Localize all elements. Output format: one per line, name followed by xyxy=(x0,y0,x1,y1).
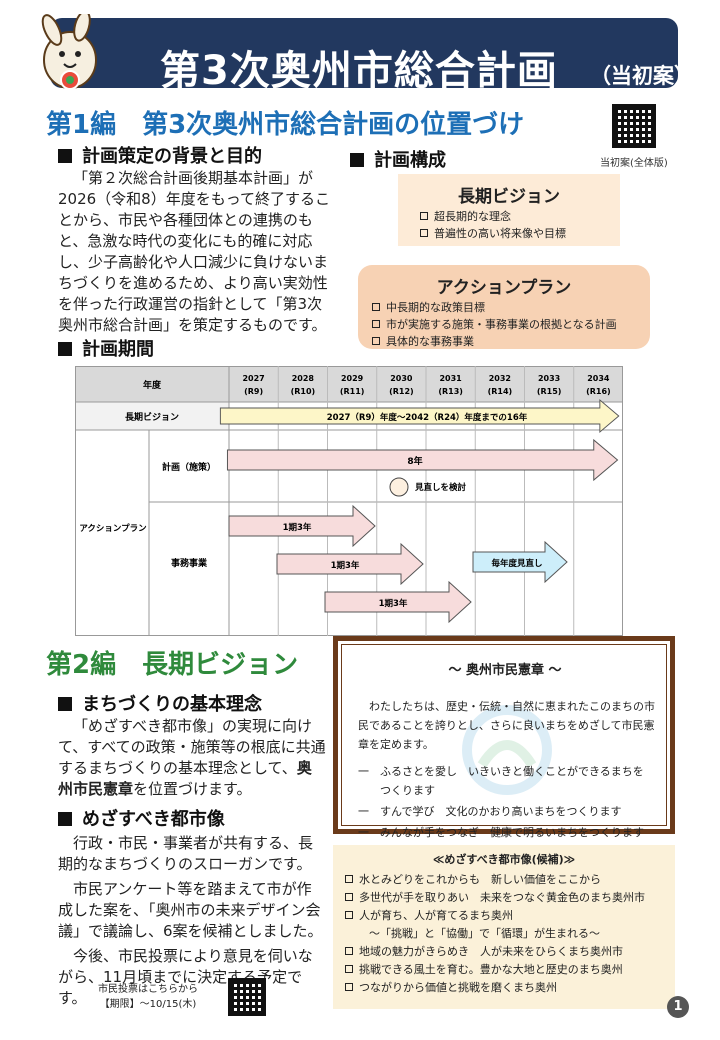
year-label: 2031 xyxy=(439,374,462,383)
checkbox-bullet-icon xyxy=(345,947,353,955)
structure-arrow-shapes xyxy=(374,174,650,266)
list-item: 超長期的な理念 xyxy=(420,208,566,225)
list-item: 具体的な事務事業 xyxy=(372,333,617,350)
year-label: 2030 xyxy=(390,374,413,383)
qr-code-vote[interactable] xyxy=(228,978,266,1016)
reiwa-label: (R10) xyxy=(291,387,316,396)
review-note: 見直しを検討 xyxy=(414,482,467,493)
year-label: 2028 xyxy=(292,374,315,383)
part1-heading: 第1編 第3次奥州市総合計画の位置づけ xyxy=(46,110,525,140)
qr-caption: 当初案(全体版) xyxy=(600,158,668,169)
square-bullet-icon xyxy=(58,342,72,356)
concept-text: 「めざすべき都市像」の実現に向けて、すべての政策・施策等の根底に共通するまちづく… xyxy=(58,717,326,798)
vision-list: 超長期的な理念 普遍性の高い将来像や目標 xyxy=(420,208,566,242)
reiwa-label: (R16) xyxy=(586,387,611,396)
vision-box: 長期ビジョン 超長期的な理念 普遍性の高い将来像や目標 xyxy=(398,174,620,246)
part2-heading: 第2編 長期ビジョン xyxy=(46,650,299,680)
checkbox-bullet-icon xyxy=(345,983,353,991)
page-subtitle: （当初案） xyxy=(590,64,695,88)
city-image-text: 行政・市民・事業者が共有する、長期的なまちづくりのスローガンです。 市民アンケー… xyxy=(58,834,323,1007)
background-heading: 計画策定の背景と目的 xyxy=(58,142,262,168)
concept-heading: まちづくりの基本理念 xyxy=(58,690,262,716)
action-plan-list: 中長期的な政策目標 市が実施する施策・事務事業の根拠となる計画 具体的な事務事業 xyxy=(372,299,617,350)
list-item: ～「挑戦」と「協働」で「循環」が生まれる～ xyxy=(369,927,600,940)
vision-title: 長期ビジョン xyxy=(458,187,560,207)
row-label-jigyo: 事務事業 xyxy=(171,557,208,569)
structure-heading: 計画構成 xyxy=(350,146,446,172)
term2-label: 1期3年 xyxy=(331,560,360,571)
plan-arrow-label: 8年 xyxy=(407,455,422,467)
square-bullet-icon xyxy=(58,812,72,826)
term2-arrow xyxy=(276,542,424,586)
checkbox-bullet-icon xyxy=(345,965,353,973)
checkbox-bullet-icon xyxy=(420,229,428,237)
page-number: 1 xyxy=(667,996,689,1018)
annual-review-arrow xyxy=(472,540,568,584)
list-item: 水とみどりをこれからも 新しい価値をここから xyxy=(345,871,645,889)
period-table: 年度 2027 (R9) 2028 (R10) 2029 (R11) 2030 (R12) 20… xyxy=(75,366,623,636)
term3-label: 1期3年 xyxy=(379,598,408,609)
row-label-action: アクションプラン xyxy=(79,523,147,534)
reiwa-label: (R13) xyxy=(438,387,463,396)
list-item: 地域の魅力がきらめき 人が未来をひらくまち奥州市 xyxy=(345,943,645,961)
reiwa-label: (R11) xyxy=(340,387,365,396)
checkbox-bullet-icon xyxy=(372,337,380,345)
reiwa-label: (R12) xyxy=(389,387,414,396)
list-item: 中長期的な政策目標 xyxy=(372,299,617,316)
year-label: 2029 xyxy=(341,374,364,383)
reiwa-label: (R9) xyxy=(244,387,263,396)
period-heading: 計画期間 xyxy=(58,335,154,361)
reiwa-label: (R14) xyxy=(488,387,513,396)
term1-label: 1期3年 xyxy=(283,522,312,533)
checkbox-bullet-icon xyxy=(372,303,380,311)
year-label: 2032 xyxy=(489,374,511,383)
vision-arrow-label: 2027（R9）年度～2042（R24）年度までの16年 xyxy=(327,412,528,423)
review-circle-icon xyxy=(389,477,409,497)
slogan-list: 水とみどりをこれからも 新しい価値をここから 多世代が手を取りあい 未来をつなぐ… xyxy=(345,871,645,997)
checkbox-bullet-icon xyxy=(372,320,380,328)
square-bullet-icon xyxy=(58,149,72,163)
term1-arrow xyxy=(228,504,376,548)
annual-review-label: 毎年度見直し xyxy=(491,558,542,569)
qr-code-full-plan[interactable] xyxy=(612,104,656,148)
year-label: 2034 xyxy=(587,374,610,383)
action-plan-box: アクションプラン 中長期的な政策目標 市が実施する施策・事務事業の根拠となる計画… xyxy=(358,265,650,349)
checkbox-bullet-icon xyxy=(345,911,353,919)
col-header-label: 年度 xyxy=(143,379,162,391)
year-label: 2027 xyxy=(242,374,264,383)
list-item: つながりから価値と挑戦を磨くまち奥州 xyxy=(345,979,645,997)
square-bullet-icon xyxy=(350,153,364,167)
vote-info: 市民投票はこちらから 【期限】～10/15(木) xyxy=(98,984,198,1010)
list-item: 多世代が手を取りあい 未来をつなぐ黄金色のまち奥州市 xyxy=(345,889,645,907)
checkbox-bullet-icon xyxy=(420,212,428,220)
city-image-heading: めざすべき都市像 xyxy=(58,805,225,831)
checkbox-bullet-icon xyxy=(345,875,353,883)
list-item: 人が育ち、人が育てるまち奥州 xyxy=(345,907,645,925)
year-label: 2033 xyxy=(538,374,560,383)
list-item: 市が実施する施策・事務事業の根拠となる計画 xyxy=(372,316,617,333)
reiwa-label: (R15) xyxy=(537,387,562,396)
slogan-title: ≪めざすべき都市像(候補)≫ xyxy=(432,853,576,866)
charter-emphasis: 奥州市民憲章 xyxy=(58,759,312,798)
list-item: 挑戦できる風土を育む。豊かな大地と歴史のまち奥州 xyxy=(345,961,645,979)
page-title: 第3次奥州市総合計画 xyxy=(160,48,558,94)
citizen-charter: ～ 奥州市民憲章 ～ わたしたちは、歴史・伝統・自然に恵まれたこのまちの市民であ… xyxy=(333,636,675,839)
charter-title: ～ 奥州市民憲章 ～ xyxy=(448,663,562,678)
mascot-logo xyxy=(41,14,97,90)
page-header: 第3次奥州市総合計画 （当初案） xyxy=(50,18,695,94)
square-bullet-icon xyxy=(58,697,72,711)
row-label-plan: 計画（施策） xyxy=(162,461,216,473)
charter-text: わたしたちは、歴史・伝統・自然に恵まれたこのまちの市民であることを誇りとし、さら… xyxy=(358,700,655,839)
checkbox-bullet-icon xyxy=(345,893,353,901)
plan-period-arrow xyxy=(226,438,619,482)
row-label-vision: 長期ビジョン xyxy=(125,411,179,423)
city-emblem-watermark-icon xyxy=(462,705,552,795)
slogan-candidates: ≪めざすべき都市像(候補)≫ 水とみどりをこれからも 新しい価値をここから 多世… xyxy=(333,845,675,1009)
background-text: 「第２次総合計画後期基本計画」が2026（令和8）年度をもって終了することから、… xyxy=(58,169,330,334)
action-plan-title: アクションプラン xyxy=(436,278,572,298)
term3-arrow xyxy=(324,580,472,624)
list-item: 普遍性の高い将来像や目標 xyxy=(420,225,566,242)
